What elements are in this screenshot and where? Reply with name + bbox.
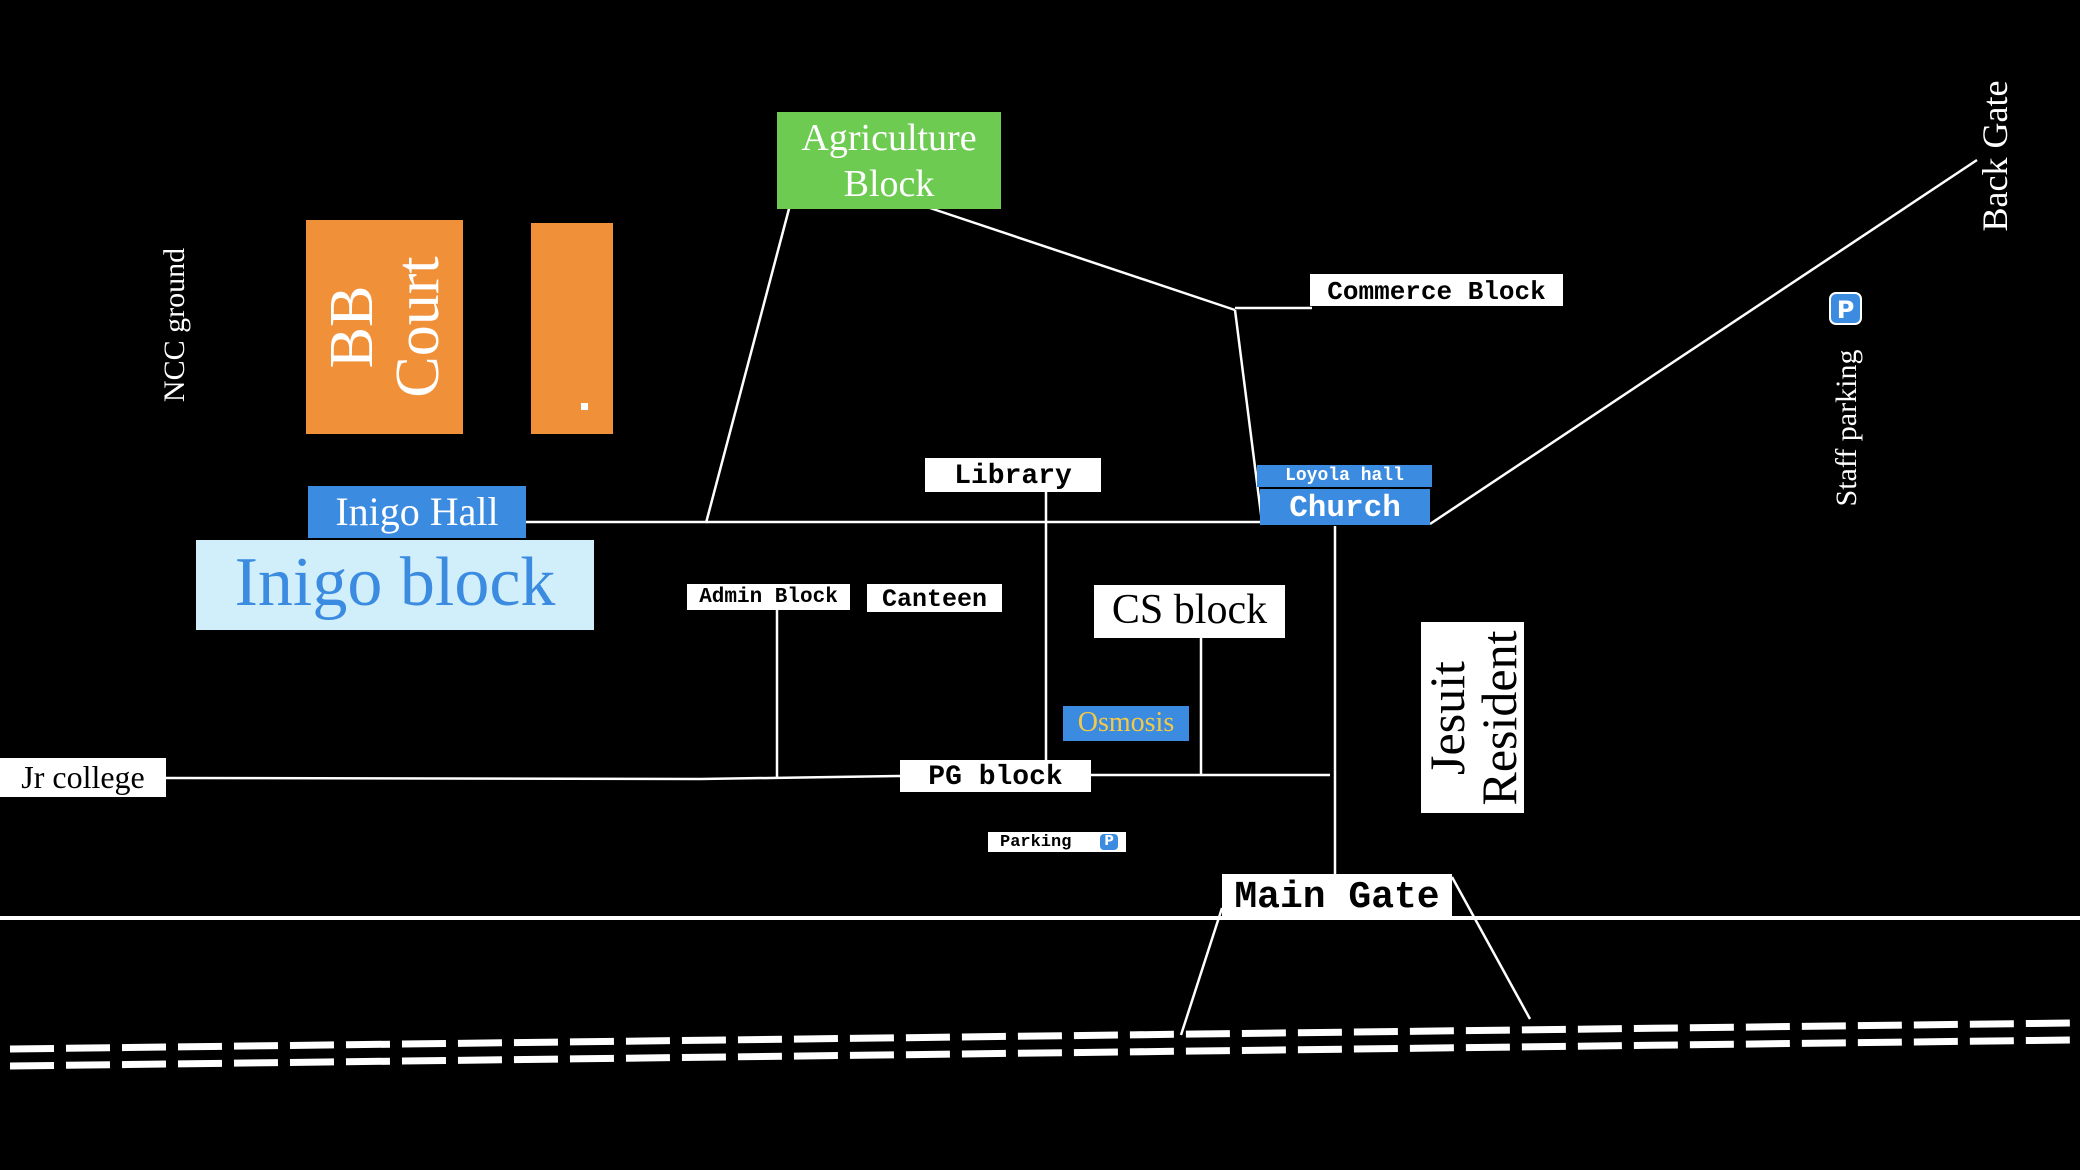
jr-college: Jr college: [0, 758, 166, 797]
agriculture-label-line2: Block: [843, 163, 935, 205]
highway-lane-2: [9, 1036, 2071, 1070]
path-gate-right: [1450, 876, 1532, 1020]
jesuit-label-line1: Jesuit: [1418, 660, 1475, 775]
jesuit-resident: Jesuit Resident: [1418, 622, 1527, 813]
staff-parking-icon: P: [1829, 292, 1862, 325]
agriculture-label-line1: Agriculture: [801, 117, 977, 159]
orange-building-dot: [581, 403, 588, 410]
path-agri-to-commerce: [929, 206, 1236, 312]
pg-block: PG block: [900, 760, 1091, 793]
cs-block: CS block: [1094, 585, 1285, 638]
path-gate-left: [1179, 907, 1224, 1036]
parking-area: Parking P: [988, 832, 1126, 852]
jesuit-resident-label: Jesuit Resident: [1418, 630, 1527, 805]
church: Church: [1260, 489, 1430, 526]
highway-lane-1: [9, 1019, 2071, 1053]
ncc-ground-label: NCC ground: [158, 247, 191, 403]
parking-label: Parking: [1000, 833, 1072, 852]
path-jr-to-pg: [165, 776, 701, 781]
admin-block: Admin Block: [687, 584, 850, 610]
commerce-block: Commerce Block: [1310, 274, 1563, 307]
library: Library: [925, 458, 1101, 492]
inigo-hall: Inigo Hall: [308, 486, 526, 538]
main-gate: Main Gate: [1222, 874, 1452, 919]
bb-court-label-line1: BB: [317, 285, 386, 369]
path-pg-approach: [699, 774, 901, 781]
path-commerce-to-church: [1233, 309, 1264, 523]
back-gate-label: Back Gate: [1975, 80, 2015, 232]
path-agri-to-main: [704, 204, 792, 524]
inigo-block: Inigo block: [196, 540, 594, 630]
bb-court-label-line2: Court: [383, 256, 452, 398]
orange-building: [531, 223, 613, 434]
osmosis: Osmosis: [1063, 706, 1189, 741]
bb-court: BB Court: [306, 220, 463, 434]
staff-parking-label: Staff parking: [1830, 349, 1863, 507]
parking-icon: P: [1100, 834, 1118, 850]
agriculture-block: Agriculture Block: [777, 112, 1001, 209]
path-church-to-backgate: [1429, 158, 1978, 526]
bb-court-label: BB Court: [317, 256, 452, 398]
loyola-hall: Loyola hall: [1257, 465, 1432, 487]
jesuit-label-line2: Resident: [1470, 630, 1527, 805]
canteen: Canteen: [867, 584, 1002, 614]
